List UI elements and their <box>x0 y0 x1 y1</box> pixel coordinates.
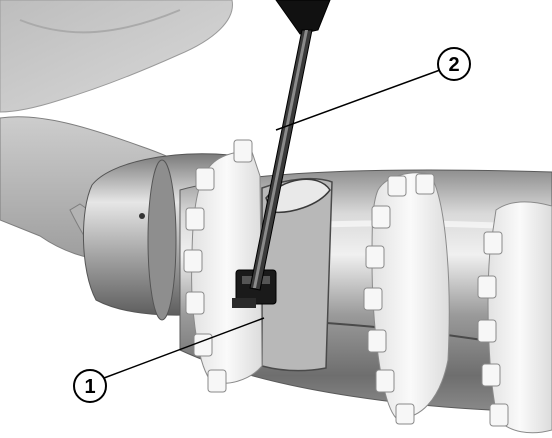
gear-ring-right <box>477 201 552 434</box>
tensioning-tool <box>249 0 331 291</box>
hub-screw <box>139 213 145 219</box>
callout-2: 2 <box>275 47 471 131</box>
callout-2-circle <box>437 47 471 81</box>
callout-1-leader <box>103 317 265 379</box>
glove-fold <box>19 9 181 34</box>
gear-ring-left <box>183 139 263 393</box>
gear-ring-middle <box>363 172 450 425</box>
callout-2-label: 2 <box>448 54 459 76</box>
callout-2-leader <box>275 69 441 131</box>
callout-1-circle <box>73 369 107 403</box>
callout-1: 1 <box>73 317 265 403</box>
clamp-band-loop <box>265 178 331 214</box>
glove-sleeve <box>0 0 233 113</box>
callout-1-label: 1 <box>84 376 95 398</box>
hub-edge <box>147 159 177 321</box>
